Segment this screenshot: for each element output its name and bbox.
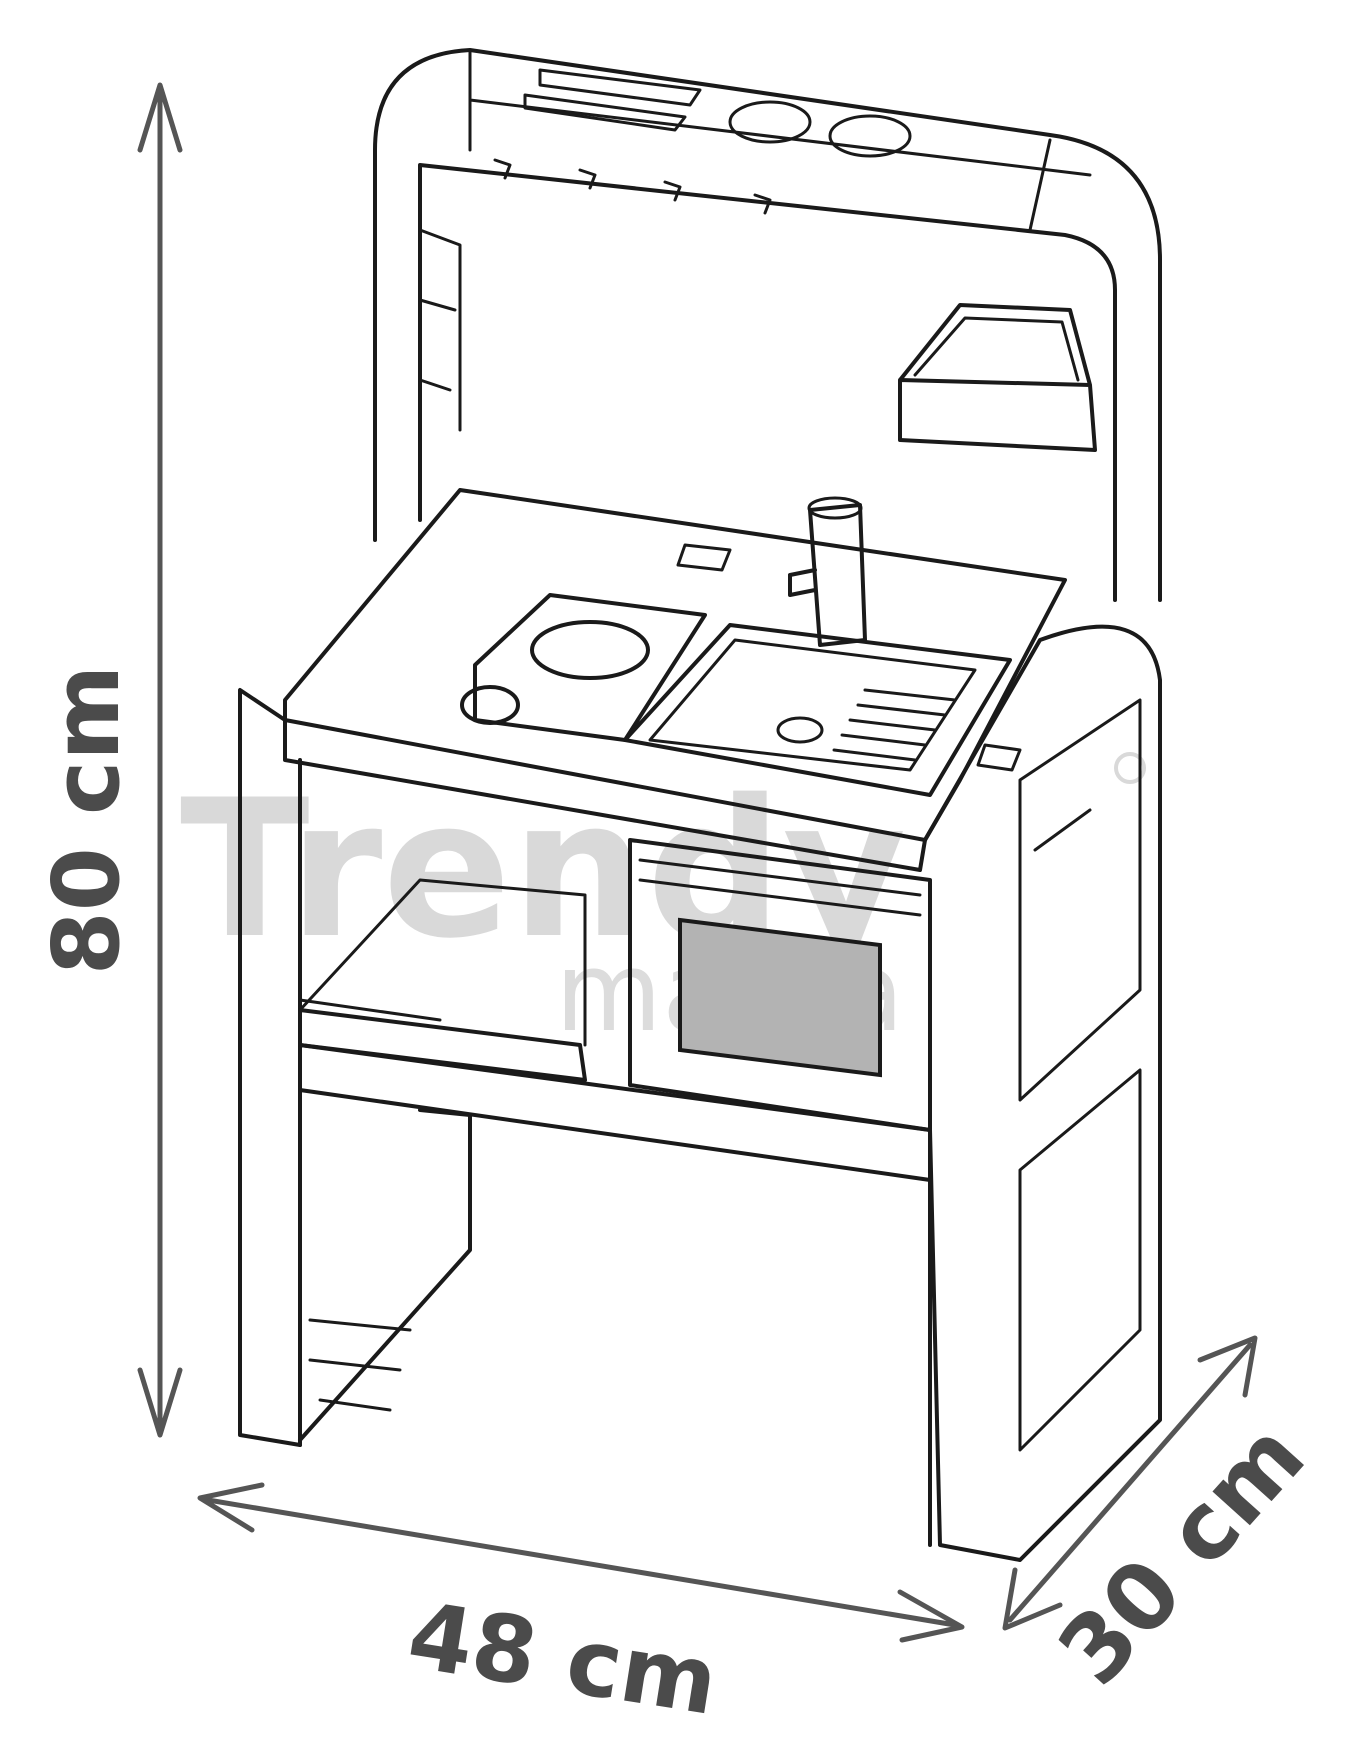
- top-cup-hole-1: [728, 100, 812, 144]
- width-arrow-head-left: [197, 1482, 265, 1533]
- hook-3: [663, 180, 682, 202]
- hob-plate: [473, 593, 707, 742]
- watermark: Trendy mama: [180, 752, 1146, 1056]
- hob-knob: [460, 685, 520, 725]
- top-cup-hole-2: [828, 114, 912, 158]
- oven-window: [678, 917, 882, 1078]
- oven-handle-bar: [638, 858, 922, 917]
- countertop-front: [283, 718, 927, 872]
- lower-shelf-back: [298, 878, 587, 1047]
- kitchen-drawing: [238, 48, 1162, 1562]
- width-dimension: 48 cm: [197, 1482, 965, 1736]
- height-arrow-head-bottom: [137, 1367, 183, 1438]
- depth-label: 30 cm: [1038, 1403, 1325, 1705]
- right-side-panel: [923, 624, 1162, 1562]
- depth-arrow-line: [1007, 1342, 1253, 1623]
- top-slot-1: [538, 68, 702, 107]
- counter-pad-1: [676, 543, 732, 572]
- left-side-shelf: [418, 228, 462, 432]
- width-arrow-line: [205, 1497, 958, 1628]
- right-basket: [898, 303, 1097, 452]
- left-front-leg-inner: [298, 998, 442, 1022]
- right-side-window-top: [1018, 698, 1142, 1102]
- depth-arrow-head-bottom: [1002, 1567, 1063, 1631]
- left-rear-frame: [298, 1078, 472, 1447]
- back-frame-inner: [418, 163, 1117, 602]
- width-arrow-head-right: [897, 1589, 965, 1643]
- width-label: 48 cm: [401, 1582, 724, 1736]
- right-side-window-bottom: [1018, 1068, 1142, 1452]
- right-side-logo: [1033, 808, 1092, 852]
- sink-drainboard: [832, 688, 957, 762]
- depth-arrow-head-top: [1197, 1335, 1258, 1398]
- right-basket-rim: [913, 316, 1080, 382]
- faucet-top: [807, 496, 863, 520]
- height-arrow-head-top: [137, 82, 183, 153]
- sink-inner: [648, 638, 977, 772]
- hob-burner: [530, 620, 650, 680]
- hook-2: [578, 168, 597, 190]
- sink-outer: [623, 623, 1012, 797]
- height-dimension: 80 cm: [33, 82, 183, 1438]
- hook-1: [493, 158, 512, 180]
- back-panel-top-edge: [468, 48, 1092, 232]
- counter-pad-2: [976, 743, 1022, 772]
- sink-drain: [776, 716, 824, 744]
- back-frame-outer: [373, 48, 1162, 602]
- depth-dimension: 30 cm: [1002, 1335, 1325, 1705]
- hook-4: [753, 193, 772, 215]
- top-slot-2: [523, 93, 687, 132]
- left-bottom-rack: [308, 1318, 412, 1412]
- watermark-registered-icon: [1114, 752, 1146, 784]
- height-label: 80 cm: [33, 665, 140, 975]
- lower-shelf: [298, 1008, 587, 1082]
- faucet: [788, 503, 867, 647]
